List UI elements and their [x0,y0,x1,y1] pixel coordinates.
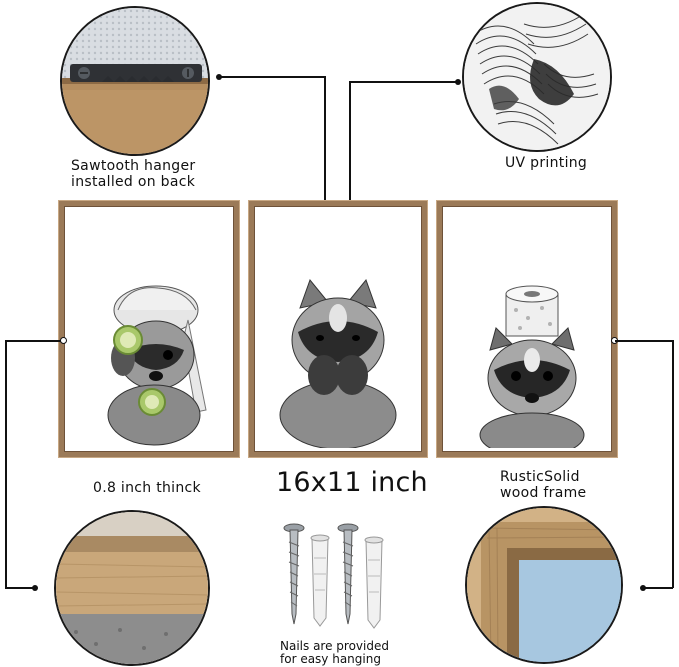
raccoon-towel-cucumber-icon [107,285,207,446]
frame-callout-drop [672,340,674,588]
frame-callout-foot [644,587,673,589]
thickness-callout-dot [32,585,38,591]
hanger-callout-drop [324,76,326,234]
screw-icon [337,523,359,625]
frame-label-line1: RusticSolid [500,469,580,485]
frame-label-line2: wood frame [500,485,587,501]
wall-anchor-icon [310,534,330,627]
wall-anchor-icon [364,536,384,629]
frame-right [437,201,617,457]
frame-middle-print [258,210,418,448]
frame-callout-line [615,340,673,342]
frame-edge-icon [56,512,208,664]
uv-callout-dot [455,79,461,85]
frame-corner-icon [467,508,621,662]
hanger-label-line1: Sawtooth hanger [71,158,196,174]
thickness-callout-start [60,337,67,344]
frame-middle [249,201,427,457]
thickness-detail-circle [54,510,210,666]
thickness-label: 0.8 inch thinck [93,480,201,496]
nails-label-line2: for easy hanging [280,652,381,666]
nails-label-line1: Nails are provided [280,639,389,653]
frame-detail-circle [465,506,623,664]
raccoon-toilet-paper-icon [479,285,585,448]
frame-right-print [446,210,608,448]
uv-callout-line [349,81,457,83]
raccoon-covering-mouth-icon [279,278,397,448]
screws-and-anchors-icon [283,523,384,629]
thickness-callout-drop [5,340,7,588]
thickness-callout-foot [5,587,33,589]
fur-texture-icon [464,4,610,150]
size-label: 16x11 inch [276,467,428,498]
hanger-label-line2: installed on back [71,174,196,190]
hanger-detail-circle [60,6,210,156]
sawtooth-hanger-icon [62,8,208,154]
uv-callout-drop [349,81,351,268]
frame-callout-dot [640,585,646,591]
frame-left [59,201,239,457]
uv-printing-label: UV printing [505,155,588,171]
screw-icon [283,523,305,625]
hanger-callout-line [219,76,325,78]
thickness-callout-line [5,340,61,342]
uv-print-detail-circle [462,2,612,152]
frame-left-print [68,210,230,448]
